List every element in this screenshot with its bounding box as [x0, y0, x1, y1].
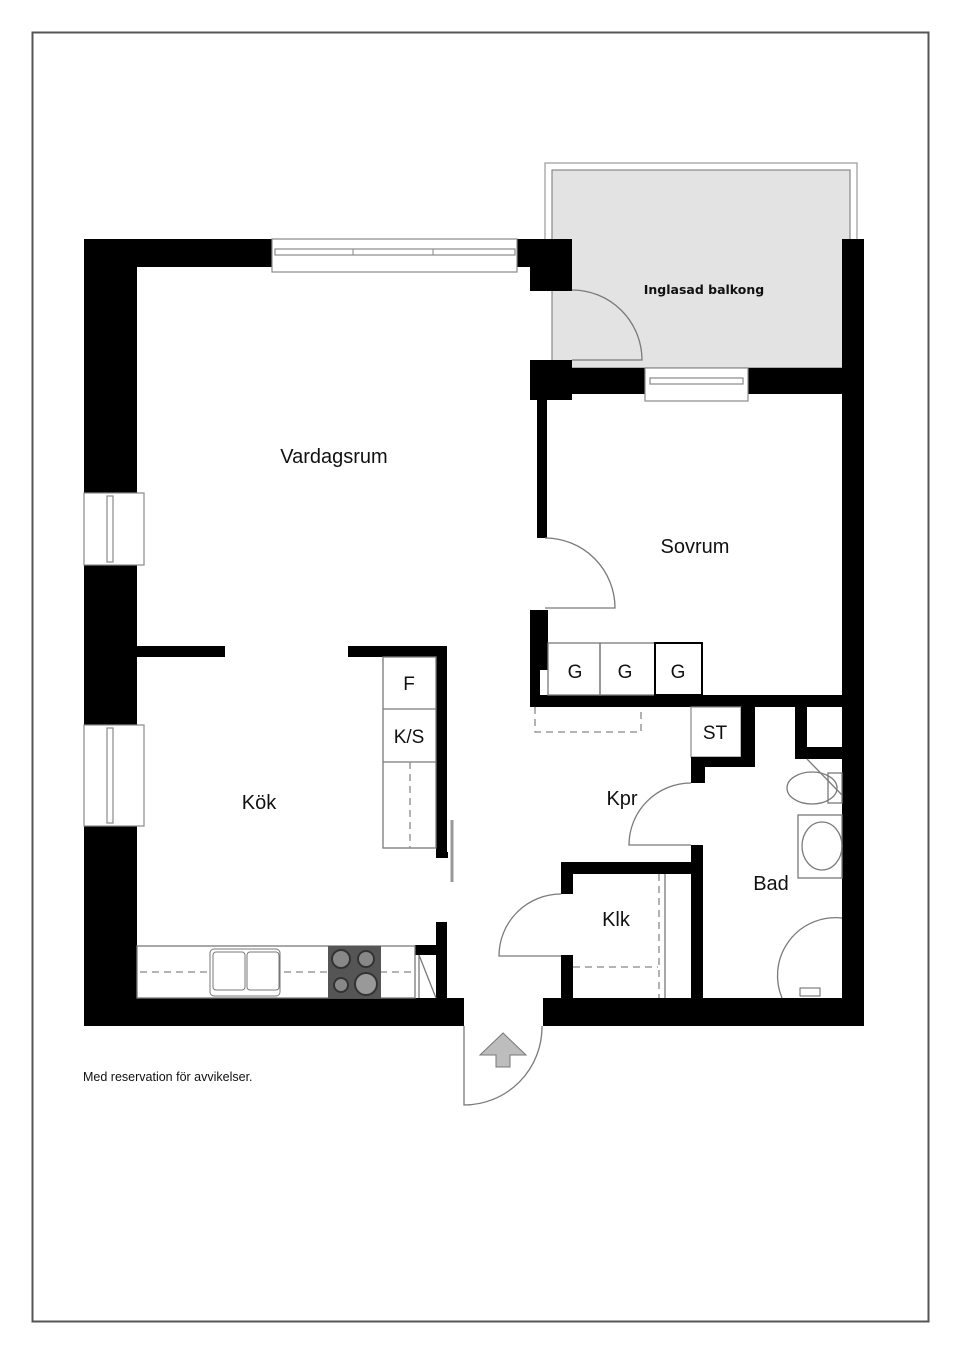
entrance-arrow-icon — [478, 1032, 528, 1068]
room-label-kpr: Kpr — [606, 788, 637, 810]
wardrobes — [534, 642, 703, 733]
room-label-balkong: Inglasad balkong — [644, 282, 764, 297]
room-label-klk: Klk — [602, 909, 631, 931]
kitchen-counter — [136, 656, 437, 999]
room-label-kok: Kök — [242, 792, 277, 814]
fridge-label: F — [403, 674, 415, 695]
disclaimer-text: Med reservation för avvikelser. — [83, 1070, 253, 1084]
wardrobe-label-2: G — [618, 662, 633, 683]
walls — [84, 239, 864, 1026]
balcony — [544, 162, 858, 371]
bath-fixtures — [776, 758, 843, 999]
wardrobe-label-3: G — [671, 662, 686, 683]
fridge-freezer-label: K/S — [394, 727, 425, 748]
doors — [418, 289, 692, 1106]
page-frame — [31, 31, 930, 1323]
storage-label: ST — [703, 723, 728, 744]
windows — [83, 238, 749, 827]
room-label-bad: Bad — [753, 873, 789, 895]
room-label-sovrum: Sovrum — [661, 536, 730, 558]
wardrobe-label-1: G — [568, 662, 583, 683]
room-label-vardagsrum: Vardagsrum — [280, 446, 387, 468]
